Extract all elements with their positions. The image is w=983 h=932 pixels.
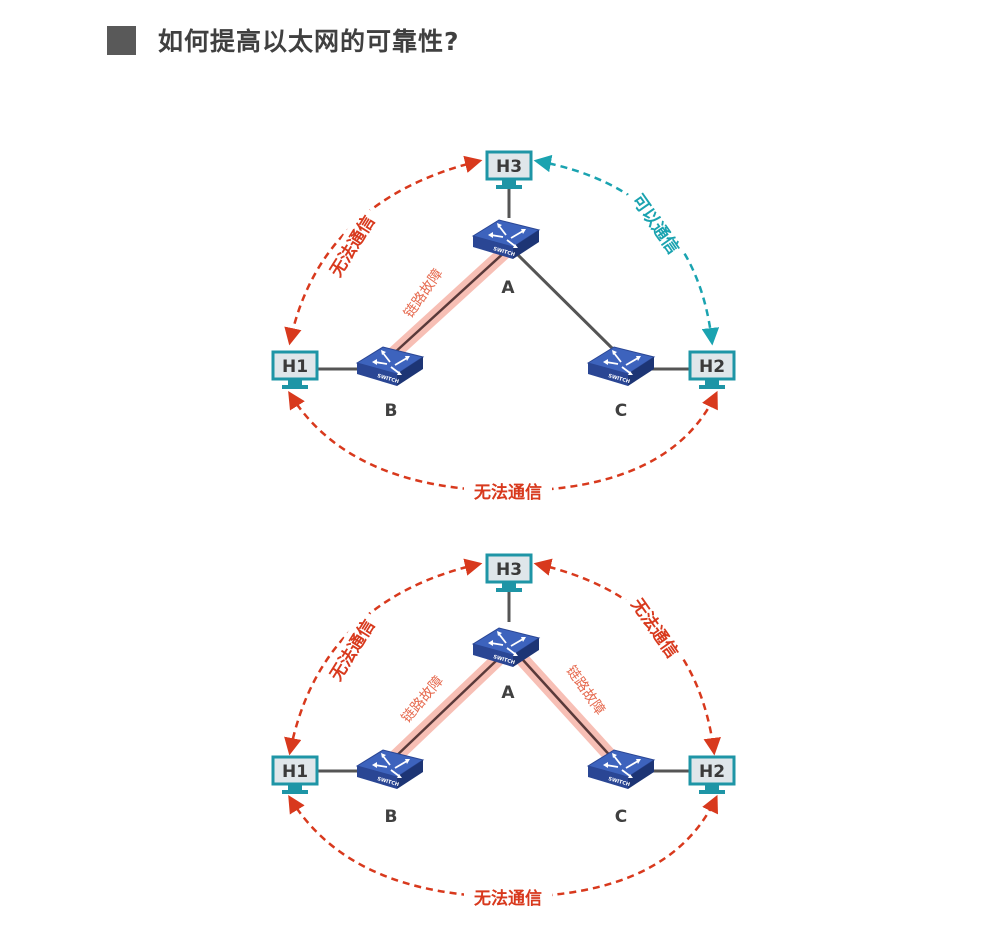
- host-h1-box: [271, 350, 319, 381]
- switch-c-icon[interactable]: [587, 346, 655, 387]
- title-bar: 如何提高以太网的可靠性?: [107, 24, 460, 56]
- label-h1-h2: 无法通信: [473, 482, 542, 503]
- host-h3-label: H3: [496, 560, 522, 580]
- link-a-c: [513, 250, 622, 358]
- switch-a-label: A: [501, 278, 515, 298]
- host-h2-box: [688, 350, 736, 381]
- diagram-bottom: H3 H1 H2 A B C 无法通信 无法通信: [271, 553, 736, 909]
- switch-a-icon[interactable]: [472, 219, 540, 260]
- label-h3-h2: 可以通信: [627, 190, 683, 258]
- title-bullet-icon: [107, 25, 136, 55]
- host-h1[interactable]: H1: [271, 755, 319, 794]
- switch-b-label: B: [385, 401, 398, 421]
- label-h3-h2: 无法通信: [626, 594, 683, 663]
- label-h1-h2: 无法通信: [473, 888, 542, 909]
- switch-c-icon[interactable]: [587, 749, 655, 790]
- switch-b-icon[interactable]: [356, 749, 424, 790]
- diagram-top: H3 H1 H2 A B C 无法通信 可以通信: [271, 150, 736, 503]
- arrow-h3-h1: [284, 558, 483, 756]
- host-h2-label: H2: [699, 762, 725, 782]
- arrow-h1-h2: [288, 794, 718, 899]
- host-h3[interactable]: H3: [485, 553, 533, 592]
- arrow-h3-h2: [533, 558, 721, 756]
- host-h1-box: [271, 755, 319, 786]
- switch-b-icon[interactable]: [356, 346, 424, 387]
- host-h2[interactable]: H2: [688, 755, 736, 794]
- host-h3-label: H3: [496, 157, 522, 177]
- host-h2[interactable]: H2: [688, 350, 736, 389]
- switch-c-label: C: [615, 807, 627, 827]
- host-h1[interactable]: H1: [271, 350, 319, 389]
- host-h3-box: [485, 150, 533, 181]
- arrow-h1-h2: [288, 390, 718, 493]
- arrow-h3-h1: [284, 155, 483, 346]
- host-h1-label: H1: [282, 762, 308, 782]
- host-h2-label: H2: [699, 357, 725, 377]
- host-h3[interactable]: H3: [485, 150, 533, 189]
- switch-a-label: A: [501, 683, 515, 703]
- page-title: 如何提高以太网的可靠性?: [158, 27, 460, 56]
- host-h1-label: H1: [282, 357, 308, 377]
- switch-b-label: B: [385, 807, 398, 827]
- switch-c-label: C: [615, 401, 627, 421]
